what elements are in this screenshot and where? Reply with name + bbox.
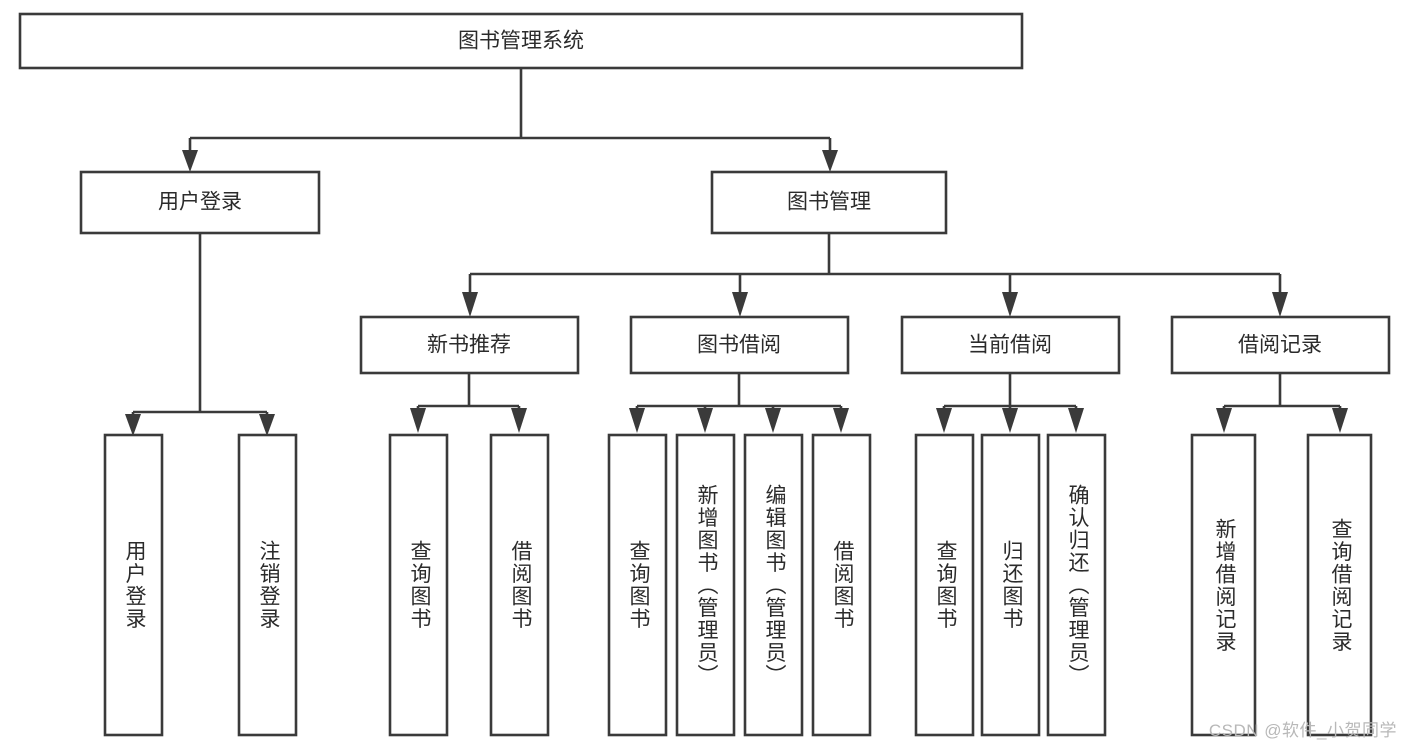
- arrow-newbook-leaf-2-icon: [511, 408, 527, 433]
- node-current-borrow[interactable]: 当前借阅: [900, 315, 1121, 375]
- node-book-management[interactable]: 图书管理: [710, 170, 948, 235]
- node-book-borrow[interactable]: 图书借阅: [629, 315, 850, 375]
- arrow-bookmgmt-to-newbook-icon: [462, 292, 478, 317]
- node-book-borrow-box[interactable]: [629, 315, 850, 375]
- csdn-watermark: CSDN @软件_小贺同学: [1208, 721, 1397, 740]
- leaf-box-new-book-1[interactable]: [388, 433, 449, 737]
- node-user-login-label: 用户登录: [158, 191, 242, 214]
- node-new-book-recommend-label: 新书推荐: [427, 334, 511, 357]
- node-root[interactable]: 图书管理系统: [18, 12, 1024, 70]
- arrow-current-leaf-3-icon: [1068, 408, 1084, 433]
- arrow-borrow-leaf-3-icon: [765, 408, 781, 433]
- leaf-box-borrow-record-2[interactable]: [1306, 433, 1373, 737]
- leaf-box-current-borrow-3[interactable]: [1046, 433, 1107, 737]
- arrow-borrow-leaf-1-icon: [629, 408, 645, 433]
- node-borrow-record-label: 借阅记录: [1238, 334, 1322, 357]
- arrow-userlogin-leaf-1-icon: [125, 414, 141, 436]
- arrow-record-leaf-2-icon: [1332, 408, 1348, 433]
- node-current-borrow-label: 当前借阅: [968, 334, 1052, 357]
- node-new-book-recommend-box[interactable]: [359, 315, 580, 375]
- leaf-box-borrow-record-1[interactable]: [1190, 433, 1257, 737]
- node-new-book-recommend[interactable]: 新书推荐: [359, 315, 580, 375]
- node-root-box[interactable]: [18, 12, 1024, 70]
- leaf-box-user-login-2[interactable]: [237, 433, 298, 737]
- leaf-box-user-login-1[interactable]: [103, 433, 164, 737]
- leaf-box-layer: [103, 433, 1373, 737]
- leaf-box-book-borrow-3[interactable]: [743, 433, 804, 737]
- arrow-borrow-leaf-2-icon: [697, 408, 713, 433]
- arrow-root-to-userlogin-icon: [182, 150, 198, 172]
- arrow-bookmgmt-to-current-icon: [1002, 292, 1018, 317]
- arrow-borrow-leaf-4-icon: [833, 408, 849, 433]
- connector-layer: [125, 68, 1348, 436]
- leaf-box-current-borrow-1[interactable]: [914, 433, 975, 737]
- node-current-borrow-box[interactable]: [900, 315, 1121, 375]
- node-book-borrow-label: 图书借阅: [697, 334, 781, 357]
- node-book-management-box[interactable]: [710, 170, 948, 235]
- node-borrow-record[interactable]: 借阅记录: [1170, 315, 1391, 375]
- node-user-login-box[interactable]: [79, 170, 321, 235]
- arrow-bookmgmt-to-record-icon: [1272, 292, 1288, 317]
- leaf-box-new-book-2[interactable]: [489, 433, 550, 737]
- leaf-box-book-borrow-4[interactable]: [811, 433, 872, 737]
- arrow-newbook-leaf-1-icon: [410, 408, 426, 433]
- leaf-box-book-borrow-2[interactable]: [675, 433, 736, 737]
- node-borrow-record-box[interactable]: [1170, 315, 1391, 375]
- arrow-root-to-bookmgmt-icon: [822, 150, 838, 172]
- leaf-box-book-borrow-1[interactable]: [607, 433, 668, 737]
- node-book-management-label: 图书管理: [787, 191, 871, 214]
- arrow-current-leaf-1-icon: [936, 408, 952, 433]
- node-root-label: 图书管理系统: [458, 30, 584, 53]
- arrow-userlogin-leaf-2-icon: [259, 414, 275, 436]
- arrow-record-leaf-1-icon: [1216, 408, 1232, 433]
- node-user-login[interactable]: 用户登录: [79, 170, 321, 235]
- leaf-box-current-borrow-2[interactable]: [980, 433, 1041, 737]
- arrow-current-leaf-2-icon: [1002, 408, 1018, 433]
- arrow-bookmgmt-to-borrow-icon: [732, 292, 748, 317]
